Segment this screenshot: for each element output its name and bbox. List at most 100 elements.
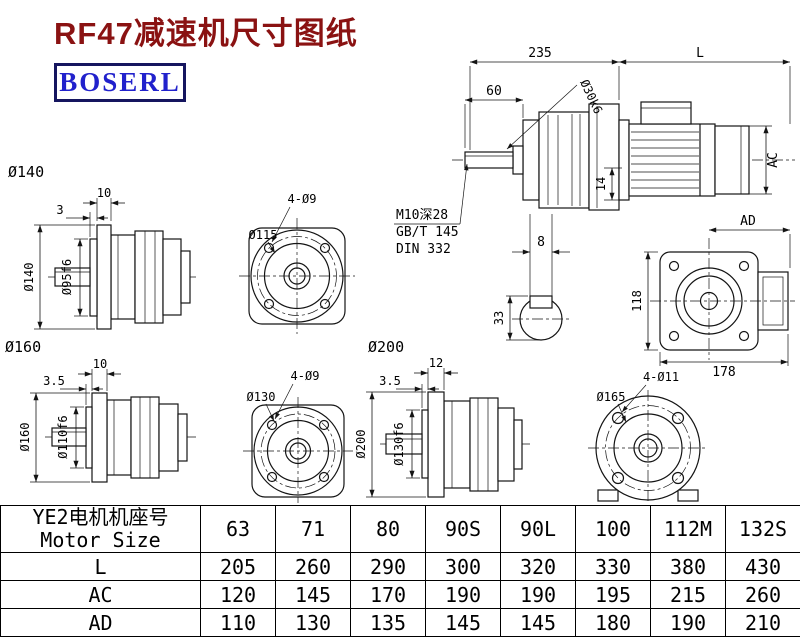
rear-flange-view: AD 118 178 — [630, 214, 795, 380]
dim-118: 118 — [630, 290, 644, 312]
dim-160-10: 10 — [93, 357, 107, 371]
motor-size-table: YE2电机机座号 Motor Size 63 71 80 90S 90L 100… — [0, 505, 800, 637]
dim-60: 60 — [486, 84, 502, 99]
value-cell: 190 — [650, 608, 726, 637]
dim-140-outer: Ø140 — [22, 263, 36, 292]
label-flange200: Ø200 — [368, 338, 404, 356]
flange200-side-view: Ø200 12 3.5 Ø200 — [354, 338, 530, 498]
gearbox-main-case — [538, 111, 590, 209]
dim-200-spigot: Ø130f6 — [392, 422, 406, 465]
table-row-AC: AC 120 145 170 190 190 195 215 260 — [0, 580, 800, 609]
size-cell: 90S — [425, 505, 501, 553]
dim-200-12: 12 — [429, 356, 443, 370]
size-cell: 100 — [575, 505, 651, 553]
value-cell: 290 — [350, 552, 426, 581]
label-flange160: Ø160 — [5, 338, 41, 356]
value-cell: 110 — [200, 608, 276, 637]
dim-160-spigot: Ø110f6 — [56, 415, 70, 458]
flange140-front-view: 4-Ø9 Ø115 — [239, 192, 355, 334]
dim-AD: AD — [740, 214, 756, 229]
dim-178: 178 — [712, 365, 735, 380]
size-cell: 112M — [650, 505, 726, 553]
motor-body — [628, 123, 716, 197]
page-title: RF47减速机尺寸图纸 — [54, 16, 358, 51]
value-cell: 145 — [275, 580, 351, 609]
value-cell: 260 — [275, 552, 351, 581]
dim-14: 14 — [594, 177, 608, 191]
shaft-keyway-section: 8 33 — [492, 214, 570, 341]
value-cell: 190 — [500, 580, 576, 609]
label-flange140: Ø140 — [8, 163, 44, 181]
flange160-side-view: Ø160 10 3.5 Ø160 — [5, 338, 196, 483]
dim-33: 33 — [492, 311, 506, 325]
dim-160-outer: Ø160 — [18, 423, 32, 452]
value-cell: 205 — [200, 552, 276, 581]
flange140-side-view: Ø140 10 3 Ø140 — [8, 163, 196, 330]
input-shaft — [464, 151, 514, 169]
flange200-front-view: 4-Ø11 Ø165 — [588, 370, 708, 503]
dim-235: 235 — [528, 46, 551, 61]
foot-left — [597, 489, 619, 502]
size-cell: 80 — [350, 505, 426, 553]
note-standard-gb: GB/T 145 — [396, 225, 459, 240]
header-label-cell: YE2电机机座号 Motor Size — [0, 505, 201, 553]
dimension-drawing: 235 L 60 Ø30k6 AC 14 M10深28 GB/T 145 DIN… — [5, 46, 795, 503]
dim-140-spigot: Ø95f6 — [60, 259, 74, 295]
note-thread: M10深28 — [396, 208, 448, 223]
size-cell: 132S — [725, 505, 800, 553]
dim-L: L — [696, 46, 704, 61]
dim-200-outer: Ø200 — [354, 430, 368, 459]
dim-200-3-5: 3.5 — [379, 374, 401, 388]
value-cell: 300 — [425, 552, 501, 581]
value-cell: 130 — [275, 608, 351, 637]
flange160-plate — [91, 392, 108, 483]
table-row-AD: AD 110 130 135 145 145 180 190 210 — [0, 608, 800, 637]
flange160-front-view: 4-Ø9 Ø130 — [243, 369, 353, 503]
dim-shaft-dia: Ø30k6 — [577, 77, 605, 116]
flange200-spigot — [421, 409, 429, 479]
flange140-spigot — [89, 238, 98, 317]
value-cell: 330 — [575, 552, 651, 581]
value-cell: 135 — [350, 608, 426, 637]
dim-140-3: 3 — [56, 203, 63, 217]
dim-140-holes: 4-Ø9 — [288, 192, 317, 206]
header-label-cn: YE2电机机座号 — [32, 505, 169, 529]
boserl-logo: BOSERL — [54, 63, 186, 102]
flange140-plate — [96, 224, 112, 330]
table-row-L: L 205 260 290 300 320 330 380 430 — [0, 552, 800, 581]
terminal-box — [640, 101, 692, 125]
size-cell: 71 — [275, 505, 351, 553]
value-cell: 180 — [575, 608, 651, 637]
table-header-row: YE2电机机座号 Motor Size 63 71 80 90S 90L 100… — [0, 505, 800, 553]
foot-right — [677, 489, 699, 502]
dim-160-bc: Ø130 — [247, 390, 276, 404]
motor-adapter — [618, 119, 630, 201]
dim-AC: AC — [766, 152, 781, 168]
value-cell: 190 — [425, 580, 501, 609]
note-standard-din: DIN 332 — [396, 242, 451, 257]
dim-140-10: 10 — [97, 186, 111, 200]
dim-200-bc: Ø165 — [597, 390, 626, 404]
value-cell: 320 — [500, 552, 576, 581]
value-cell: 120 — [200, 580, 276, 609]
row-label: AC — [0, 580, 201, 609]
dim-8: 8 — [537, 235, 545, 250]
value-cell: 215 — [650, 580, 726, 609]
value-cell: 430 — [725, 552, 800, 581]
value-cell: 195 — [575, 580, 651, 609]
value-cell: 145 — [425, 608, 501, 637]
value-cell: 170 — [350, 580, 426, 609]
keyway — [529, 295, 553, 309]
flange160-spigot — [85, 406, 93, 469]
motor-fan-cowl — [714, 125, 750, 195]
main-side-view: 235 L 60 Ø30k6 AC 14 M10深28 GB/T 145 DIN… — [394, 46, 795, 257]
dim-160-holes: 4-Ø9 — [291, 369, 320, 383]
value-cell: 210 — [725, 608, 800, 637]
header-label-en: Motor Size — [40, 528, 161, 552]
dim-200-holes: 4-Ø11 — [643, 370, 679, 384]
flange200-plate — [427, 391, 445, 498]
size-cell: 90L — [500, 505, 576, 553]
value-cell: 145 — [500, 608, 576, 637]
dim-140-bc: Ø115 — [249, 228, 278, 242]
